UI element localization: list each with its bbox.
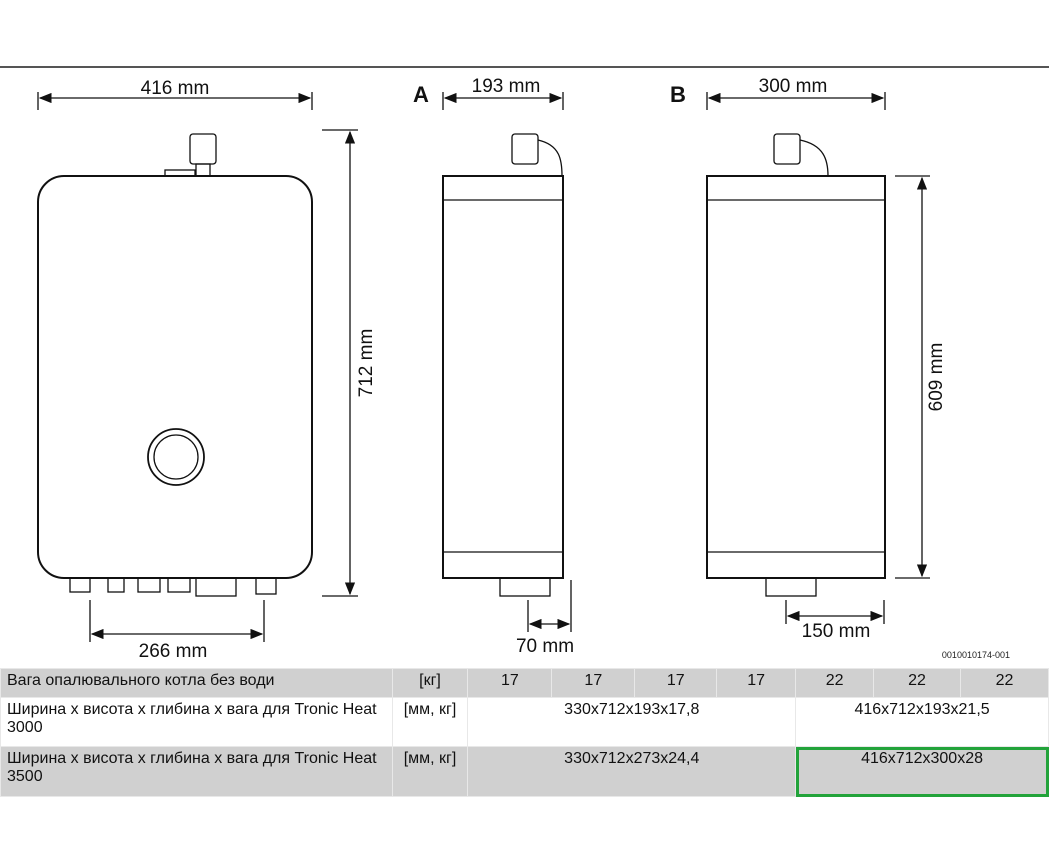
side-b-depth-label: 300 mm (759, 76, 828, 97)
side-b-offset-label: 150 mm (802, 621, 871, 642)
row-unit: [мм, кг] (391, 746, 469, 797)
cell: 17 (467, 668, 553, 698)
front-view (37, 92, 358, 642)
table-row: Ширина x висота x глибина x вага для Tro… (0, 697, 1049, 747)
side-a-depth-label: 193 mm (472, 76, 541, 97)
cell: 330x712x193x17,8 (467, 697, 797, 747)
row-unit: [мм, кг] (391, 697, 469, 747)
top-rule (0, 66, 1049, 68)
row-unit: [кг] (391, 668, 469, 698)
cell: 330x712x273x24,4 (467, 746, 797, 797)
specs-table: Вага опалювального котла без води [кг] 1… (0, 668, 1049, 797)
front-width-label: 416 mm (141, 78, 210, 99)
cell: 17 (716, 668, 797, 698)
dimension-drawing: 416 mm 712 mm 266 mm A 193 mm 70 mm B 30… (37, 76, 1010, 662)
side-a-offset-label: 70 mm (516, 636, 574, 657)
pipe-spacing-label: 266 mm (139, 641, 208, 662)
cell: 22 (795, 668, 875, 698)
row-label: Вага опалювального котла без води (0, 668, 393, 698)
side-b-height-label: 609 mm (926, 343, 947, 412)
cell: 416x712x193x21,5 (795, 697, 1049, 747)
view-a-label: A (413, 82, 429, 107)
cell: 22 (873, 668, 961, 698)
cell: 17 (634, 668, 718, 698)
highlighted-cell: 416x712x300x28 (795, 746, 1049, 797)
cell: 17 (551, 668, 636, 698)
row-label: Ширина x висота x глибина x вага для Tro… (0, 697, 393, 747)
table-row: Вага опалювального котла без води [кг] 1… (0, 668, 1049, 698)
table-row: Ширина x висота x глибина x вага для Tro… (0, 746, 1049, 797)
figure-code: 0010010174-001 (942, 650, 1010, 660)
front-height-label: 712 mm (356, 329, 377, 398)
side-view-b (706, 92, 930, 624)
side-view-a (442, 92, 572, 632)
row-label: Ширина x висота x глибина x вага для Tro… (0, 746, 393, 797)
cell: 22 (959, 668, 1049, 698)
view-b-label: B (670, 82, 686, 107)
